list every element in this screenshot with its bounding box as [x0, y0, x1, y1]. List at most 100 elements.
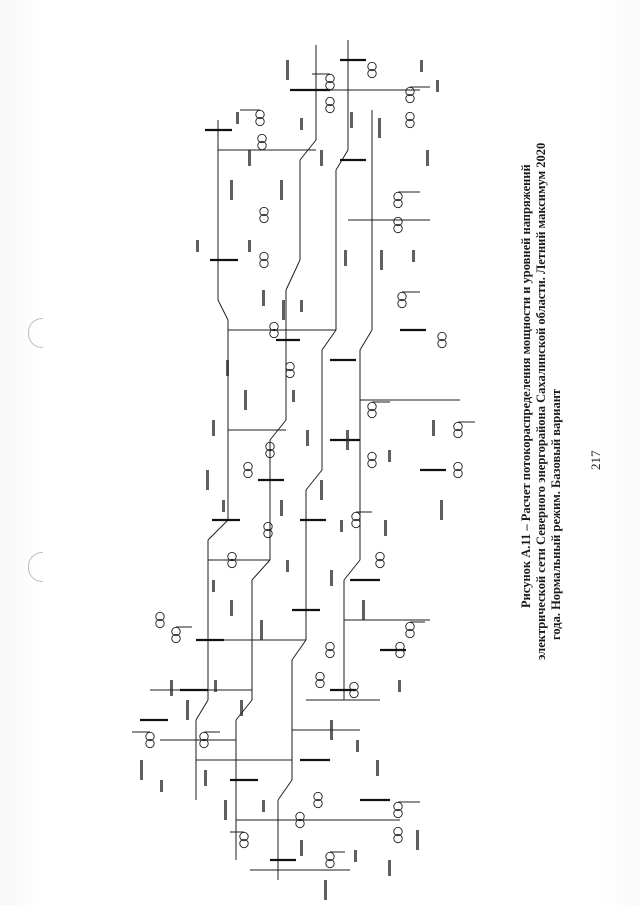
transformer-winding	[437, 331, 447, 342]
schematic-label-mark	[420, 60, 423, 72]
transformer-winding	[285, 368, 295, 379]
transformer-winding	[437, 338, 447, 349]
transformer-winding	[315, 678, 325, 689]
schematic-label-mark	[226, 360, 229, 376]
schematic-label-mark	[306, 430, 309, 446]
schematic-label-mark	[324, 880, 327, 900]
transformer-winding	[199, 738, 209, 749]
transformer-winding	[325, 641, 335, 652]
schematic-label-mark	[412, 250, 415, 262]
transformer-winding	[155, 618, 165, 629]
schematic-label-mark	[248, 150, 251, 166]
schematic-label-mark	[260, 620, 263, 640]
schematic-label-mark	[196, 240, 199, 252]
transformer-winding	[367, 451, 377, 462]
transformer-winding	[453, 428, 463, 439]
transformer-winding	[405, 111, 415, 122]
transformer-winding	[269, 328, 279, 339]
schematic-label-mark	[300, 300, 303, 312]
transformer-winding	[269, 321, 279, 332]
schematic-label-mark	[380, 250, 383, 270]
schematic-label-mark	[292, 390, 295, 402]
transformer-winding	[285, 361, 295, 372]
transformer-winding	[155, 611, 165, 622]
schematic-label-mark	[186, 700, 189, 720]
transformer-winding	[375, 551, 385, 562]
transformer-winding	[243, 468, 253, 479]
feeder-line	[305, 469, 323, 491]
schematic-label-mark	[354, 850, 357, 862]
schematic-label-mark	[262, 800, 265, 812]
transformer-winding	[199, 731, 209, 742]
transformer-winding	[265, 441, 275, 452]
transformer-winding	[171, 633, 181, 644]
transformer-winding	[243, 461, 253, 472]
schematic-label-mark	[212, 420, 215, 436]
transformer-winding	[393, 801, 403, 812]
transformer-winding	[259, 206, 269, 217]
transformer-winding	[255, 109, 265, 120]
transformer-winding	[405, 621, 415, 632]
transformer-winding	[145, 738, 155, 749]
transformer-winding	[325, 73, 335, 84]
schematic-label-mark	[320, 480, 323, 500]
feeder-line	[251, 559, 271, 581]
schematic-label-mark	[204, 770, 207, 786]
schematic-label-mark	[320, 150, 323, 166]
transformer-winding	[393, 216, 403, 227]
feeder-line	[277, 779, 293, 801]
transformer-winding	[295, 811, 305, 822]
transformer-winding	[265, 448, 275, 459]
transformer-winding	[453, 461, 463, 472]
schematic-label-mark	[330, 720, 333, 740]
schematic-label-mark	[432, 420, 435, 436]
schematic-label-mark	[436, 80, 439, 92]
transformer-winding	[395, 641, 405, 652]
transformer-winding	[351, 518, 361, 529]
page-number: 217	[588, 450, 603, 471]
transformer-winding	[397, 291, 407, 302]
schematic-label-mark	[350, 112, 353, 128]
transformer-winding	[259, 251, 269, 262]
transformer-winding	[375, 558, 385, 569]
schematic-label-mark	[384, 520, 387, 536]
transformer-winding	[393, 826, 403, 837]
transformer-winding	[405, 628, 415, 639]
feeder-line	[235, 699, 253, 721]
feeder-line	[359, 329, 373, 351]
transformer-winding	[325, 96, 335, 107]
feeder-line	[195, 699, 209, 721]
transformer-winding	[397, 298, 407, 309]
schematic-label-mark	[212, 580, 215, 592]
schematic-label-mark	[170, 680, 173, 696]
schematic-label-mark	[206, 470, 209, 490]
schematic-label-mark	[376, 760, 379, 776]
schematic-label-mark	[214, 680, 217, 692]
transformer-winding	[351, 511, 361, 522]
schematic-label-mark	[440, 500, 443, 520]
transformer-winding	[453, 421, 463, 432]
schematic-label-mark	[236, 112, 239, 124]
transformer-winding	[367, 408, 377, 419]
transformer-winding	[255, 116, 265, 127]
transformer-winding	[313, 791, 323, 802]
schematic-label-mark	[262, 290, 265, 306]
transformer-winding	[453, 468, 463, 479]
schematic-label-mark	[340, 520, 343, 532]
schematic-label-mark	[230, 180, 233, 200]
schematic-label-mark	[280, 180, 283, 200]
transformer-winding	[257, 133, 267, 144]
transformer-winding	[263, 528, 273, 539]
transformer-winding	[395, 648, 405, 659]
schematic-label-mark	[222, 500, 225, 512]
schematic-label-mark	[248, 240, 251, 252]
transformer-winding	[263, 521, 273, 532]
schematic-label-mark	[244, 390, 247, 410]
feeder-line	[285, 259, 301, 291]
schematic-label-mark	[300, 840, 303, 856]
schematic-label-mark	[416, 830, 419, 850]
schematic-label-mark	[240, 700, 243, 716]
schematic-label-mark	[330, 570, 333, 586]
transformer-winding	[259, 213, 269, 224]
schematic-label-mark	[426, 150, 429, 166]
